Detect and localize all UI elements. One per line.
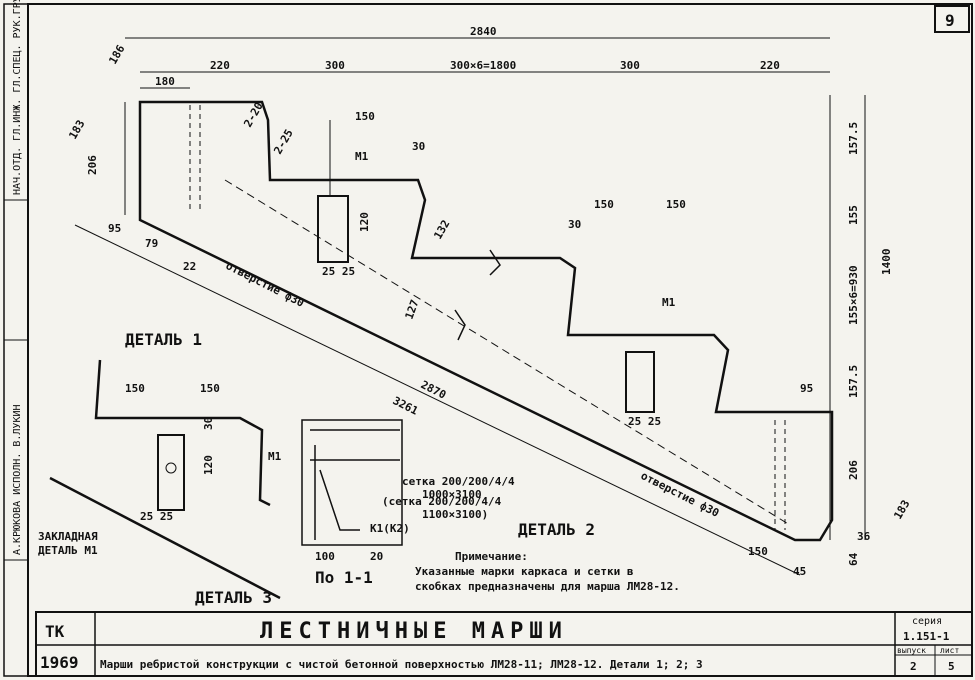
label-embedded: ЗАКЛАДНАЯ [38, 530, 98, 543]
sheet-number: 9 [945, 11, 955, 30]
dim-180: 180 [155, 75, 175, 88]
label-section: По 1-1 [315, 568, 373, 587]
dim-45: 45 [793, 565, 806, 578]
left-stamp-top: НАЧ.ОТД. ГЛ.ИНЖ. ГЛ.СПЕЦ. РУК.ГРУППЫ [12, 0, 23, 195]
tb-series-label: серия [912, 616, 942, 627]
dim-186: 186 [106, 42, 127, 66]
embedded-m1-top [317, 195, 349, 263]
label-k1: К1(К2) [370, 522, 410, 535]
tb-issue-label: выпуск [897, 646, 926, 655]
dim-95-right: 95 [800, 382, 813, 395]
tb-year: 1969 [40, 653, 79, 672]
dim-183-left: 183 [66, 118, 87, 142]
dim-d3-150a: 150 [125, 382, 145, 395]
dim-150-top: 150 [355, 110, 375, 123]
dim-20: 20 [370, 550, 383, 563]
tb-sheet-value: 5 [948, 660, 955, 673]
note-line2: скобках предназначены для марша ЛМ28-12. [415, 580, 680, 593]
dim-d3-30: 30 [202, 417, 215, 430]
dim-132: 132 [431, 218, 452, 242]
dim-79: 79 [145, 237, 158, 250]
dim-183-right: 183 [891, 498, 912, 522]
hole-label-a: отверстие ф30 [224, 259, 307, 310]
tb-issue-value: 2 [910, 660, 917, 673]
dim-2525-top: 25 25 [322, 265, 355, 278]
dim-930: 155×6=930 [847, 265, 860, 325]
dim-1400: 1400 [880, 249, 893, 276]
tb-title: ЛЕСТНИЧНЫЕ МАРШИ [260, 619, 568, 644]
dim-2525-bottom: 25 25 [628, 415, 661, 428]
dim-100: 100 [315, 550, 335, 563]
left-stamp-bottom: А.КРЮКОВА ИСПОЛН. В.ЛУКИН [12, 404, 23, 555]
detail3-embedded [157, 434, 185, 511]
dim-64: 64 [847, 552, 860, 566]
dim-95-left: 95 [108, 222, 121, 235]
label-embedded-m1: ДЕТАЛЬ М1 [38, 544, 98, 557]
dim-157-bottom: 157.5 [847, 365, 860, 398]
label-detail3: ДЕТАЛЬ 3 [195, 588, 272, 607]
dim-d3-2525: 25 25 [140, 510, 173, 523]
dim-120-top: 120 [358, 212, 371, 232]
dim-22: 22 [183, 260, 196, 273]
label-mesh1: сетка 200/200/4/4 [402, 475, 515, 488]
dim-220-left: 220 [210, 59, 230, 72]
dim-206-left: 206 [86, 155, 99, 175]
dim-30-mid: 30 [568, 218, 581, 231]
label-m1-bottom: М1 [662, 296, 676, 309]
dim-150-mid-b: 150 [666, 198, 686, 211]
note-title: Примечание: [455, 550, 528, 563]
label-detail1: ДЕТАЛЬ 1 [125, 330, 202, 349]
dim-155: 155 [847, 205, 860, 225]
tb-subtitle: Марши ребристой конструкции с чистой бет… [100, 658, 703, 671]
label-m1-top: М1 [355, 150, 369, 163]
detail3-profile [94, 359, 271, 507]
dim-30-top: 30 [412, 140, 425, 153]
stair-profile [138, 100, 834, 542]
dim-d3-120: 120 [202, 455, 215, 475]
dim-127: 127 [403, 298, 422, 321]
dim-206-right: 206 [847, 460, 860, 480]
label-detail2: ДЕТАЛЬ 2 [518, 520, 595, 539]
sheet-number-box [934, 5, 970, 33]
note-line1: Указанные марки каркаса и сетки в [415, 565, 634, 578]
tb-code: ТК [45, 622, 65, 641]
title-block: ТК ЛЕСТНИЧНЫЕ МАРШИ 1969 Марши ребристой… [35, 611, 973, 677]
radius-20-a: 2-20 [241, 100, 266, 129]
dim-2840: 2840 [470, 25, 497, 38]
dim-220-right: 220 [760, 59, 780, 72]
dim-d3-150b: 150 [200, 382, 220, 395]
rebar-line [224, 179, 791, 526]
label-m1-section: М1 [268, 450, 282, 463]
dim-300-right: 300 [620, 59, 640, 72]
dim-300-left: 300 [325, 59, 345, 72]
radius-25-a: 2-25 [271, 127, 296, 156]
tb-series-value: 1.151-1 [903, 630, 950, 643]
dim-36: 36 [857, 530, 871, 543]
tb-sheet-label: лист [940, 646, 959, 655]
dim-1800: 300×6=1800 [450, 59, 516, 72]
dim-157-top: 157.5 [847, 122, 860, 155]
dim-150-bottom: 150 [748, 545, 768, 558]
dim-150-mid-a: 150 [594, 198, 614, 211]
hole-label-b: отверстие ф30 [639, 469, 722, 520]
dim-3261: 3261 [391, 394, 421, 418]
embedded-m1-bottom [625, 351, 655, 413]
label-mesh2: (сетка 200/200/4/4 [382, 495, 502, 508]
label-mesh2b: 1100×3100) [422, 508, 488, 521]
label-mesh1b: 1000×3100 [422, 488, 482, 501]
section-box [301, 419, 403, 546]
